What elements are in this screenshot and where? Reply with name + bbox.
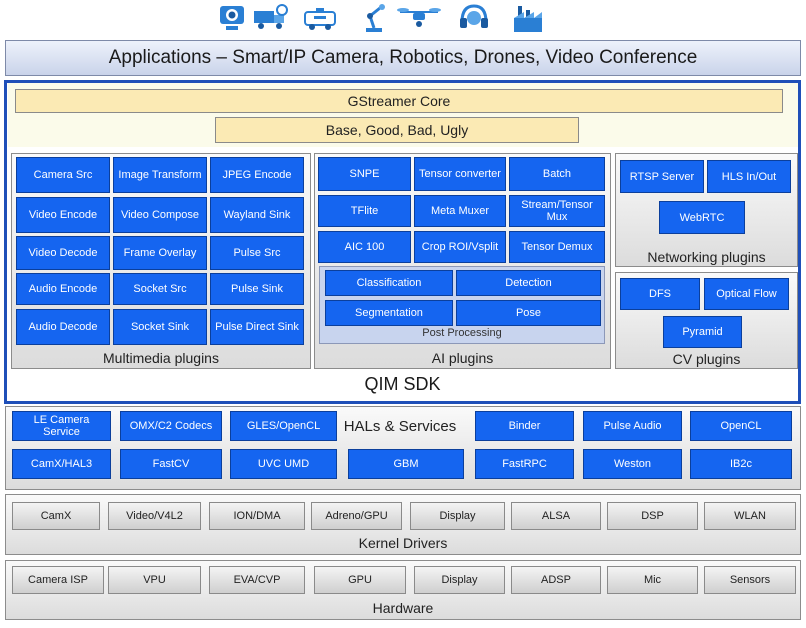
- kernel-video-v4l2: Video/V4L2: [108, 502, 201, 530]
- block-dfs: DFS: [620, 278, 700, 310]
- block-binder: Binder: [475, 411, 574, 441]
- hw-gpu: GPU: [314, 566, 406, 594]
- block-ib2c: IB2c: [690, 449, 792, 479]
- kernel-dsp: DSP: [607, 502, 698, 530]
- block-stream-tensor-mux: Stream/Tensor Mux: [509, 195, 605, 227]
- block-aic-100: AIC 100: [318, 231, 411, 263]
- headset-icon: [460, 4, 488, 28]
- kernel-alsa: ALSA: [511, 502, 601, 530]
- block-pulse-src: Pulse Src: [210, 236, 304, 270]
- block-pose: Pose: [456, 300, 601, 326]
- van-icon: [304, 8, 336, 30]
- truck-icon: [254, 4, 288, 29]
- hw-eva-cvp: EVA/CVP: [209, 566, 305, 594]
- hw-display: Display: [414, 566, 505, 594]
- block-detection: Detection: [456, 270, 601, 296]
- block-uvc-umd: UVC UMD: [230, 449, 337, 479]
- robot-arm-icon: [366, 4, 385, 32]
- factory-icon: [514, 6, 542, 32]
- qim-sdk-label: QIM SDK: [364, 374, 441, 394]
- block-rtsp-server: RTSP Server: [620, 160, 704, 193]
- block-segmentation: Segmentation: [325, 300, 453, 326]
- hw-mic: Mic: [607, 566, 698, 594]
- networking-plugins-label: Networking plugins: [647, 249, 766, 265]
- application-icons: [200, 0, 560, 36]
- block-tflite: TFlite: [318, 195, 411, 227]
- block-tensor-demux: Tensor Demux: [509, 231, 605, 263]
- post-processing-label: Post Processing: [422, 327, 502, 339]
- block-video-compose: Video Compose: [113, 197, 207, 233]
- block-camera-src: Camera Src: [16, 157, 110, 193]
- block-hls-in-out: HLS In/Out: [707, 160, 791, 193]
- hw-vpu: VPU: [108, 566, 201, 594]
- block-pyramid: Pyramid: [663, 316, 742, 348]
- plugin-sets: Base, Good, Bad, Ugly: [215, 117, 579, 143]
- block-batch: Batch: [509, 157, 605, 191]
- block-meta-muxer: Meta Muxer: [414, 195, 506, 227]
- kernel-wlan: WLAN: [704, 502, 796, 530]
- kernel-display: Display: [410, 502, 505, 530]
- block-video-encode: Video Encode: [16, 197, 110, 233]
- block-weston: Weston: [583, 449, 682, 479]
- block-pulse-sink: Pulse Sink: [210, 273, 304, 305]
- ai-plugins-label: AI plugins: [431, 350, 494, 366]
- block-omx-c2-codecs: OMX/C2 Codecs: [120, 411, 222, 441]
- block-gles-opencl: GLES/OpenCL: [230, 411, 337, 441]
- block-fastrpc: FastRPC: [475, 449, 574, 479]
- kernel-camx: CamX: [12, 502, 100, 530]
- block-gbm: GBM: [348, 449, 464, 479]
- block-webrtc: WebRTC: [659, 201, 745, 234]
- block-socket-src: Socket Src: [113, 273, 207, 305]
- block-camx-hal3: CamX/HAL3: [12, 449, 111, 479]
- kernel-ion-dma: ION/DMA: [209, 502, 305, 530]
- block-audio-encode: Audio Encode: [16, 273, 110, 305]
- block-wayland-sink: Wayland Sink: [210, 197, 304, 233]
- block-optical-flow: Optical Flow: [704, 278, 789, 310]
- hardware-label: Hardware: [372, 600, 434, 616]
- block-pulse-audio: Pulse Audio: [583, 411, 682, 441]
- gstreamer-core: GStreamer Core: [15, 89, 783, 113]
- drone-icon: [397, 8, 441, 27]
- block-crop-roi-vsplit: Crop ROI/Vsplit: [414, 231, 506, 263]
- block-audio-decode: Audio Decode: [16, 309, 110, 345]
- cv-plugins-label: CV plugins: [672, 351, 741, 367]
- block-video-decode: Video Decode: [16, 236, 110, 270]
- block-le-camera-service: LE Camera Service: [12, 411, 111, 441]
- block-snpe: SNPE: [318, 157, 411, 191]
- kernel-adreno-gpu: Adreno/GPU: [311, 502, 402, 530]
- block-socket-sink: Socket Sink: [113, 309, 207, 345]
- block-fastcv: FastCV: [120, 449, 222, 479]
- block-tensor-converter: Tensor converter: [414, 157, 506, 191]
- hw-adsp: ADSP: [511, 566, 601, 594]
- block-image-transform: Image Transform: [113, 157, 207, 193]
- camera-icon: [220, 6, 244, 30]
- block-jpeg-encode: JPEG Encode: [210, 157, 304, 193]
- kernel-drivers-label: Kernel Drivers: [358, 535, 448, 551]
- block-classification: Classification: [325, 270, 453, 296]
- block-frame-overlay: Frame Overlay: [113, 236, 207, 270]
- hals-services-label: HALs & Services: [343, 418, 457, 435]
- hw-sensors: Sensors: [704, 566, 796, 594]
- applications-bar: Applications – Smart/IP Camera, Robotics…: [5, 40, 801, 76]
- multimedia-plugins-label: Multimedia plugins: [103, 350, 219, 366]
- block-opencl: OpenCL: [690, 411, 792, 441]
- hw-camera-isp: Camera ISP: [12, 566, 104, 594]
- block-pulse-direct-sink: Pulse Direct Sink: [210, 309, 304, 345]
